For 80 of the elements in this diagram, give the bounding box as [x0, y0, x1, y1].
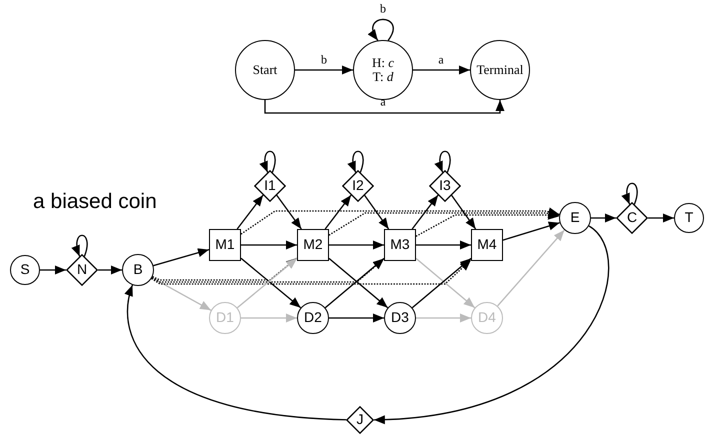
arrow	[98, 266, 122, 274]
arrow	[240, 207, 560, 235]
state-box	[297, 229, 329, 261]
arrow	[152, 258, 384, 283]
node-label: D2	[304, 310, 322, 326]
arrow	[591, 214, 616, 222]
state-diamond	[254, 170, 286, 202]
arrow	[374, 225, 610, 424]
node-label: M2	[303, 237, 323, 253]
arrow	[416, 314, 471, 322]
node-label: T	[684, 210, 694, 226]
arrow	[364, 194, 390, 230]
node-label: I3	[439, 178, 451, 194]
arrow	[502, 222, 560, 241]
node-label: B	[133, 262, 143, 278]
state-diamond	[66, 254, 98, 286]
arrow	[260, 150, 276, 173]
arrow	[416, 210, 560, 237]
arrow	[368, 18, 394, 41]
edge-label: b	[319, 53, 329, 67]
node-label: M3	[390, 237, 410, 253]
state-circle	[297, 302, 329, 334]
node-label: Terminal	[476, 62, 524, 78]
node-label: T: d	[372, 70, 394, 84]
node-label: N	[76, 262, 88, 278]
arrow	[125, 284, 346, 420]
arrow	[152, 277, 212, 311]
node-label: J	[356, 412, 364, 428]
arrow	[152, 258, 298, 281]
state-diamond	[346, 406, 374, 434]
state-circle	[471, 302, 503, 334]
arrow	[412, 194, 439, 230]
arrow	[328, 209, 560, 236]
arrow	[276, 194, 302, 230]
arrow	[40, 266, 66, 274]
arrow	[648, 214, 674, 222]
arrow	[236, 194, 264, 230]
state-circle	[674, 203, 704, 233]
node-label: M1	[215, 237, 235, 253]
edge-label: b	[378, 2, 388, 16]
node-label: C	[626, 210, 638, 226]
node-label: D3	[391, 310, 409, 326]
node-label: I1	[264, 178, 276, 194]
arrow	[451, 194, 476, 230]
caption-text: a biased coin	[33, 190, 157, 214]
state-circle	[209, 302, 241, 334]
state-diamond	[429, 170, 461, 202]
arrow	[416, 240, 471, 250]
node-label: D1	[216, 310, 234, 326]
arrow	[413, 66, 470, 74]
arrow	[497, 230, 565, 306]
state-circle	[10, 255, 40, 285]
state-circle	[559, 202, 591, 234]
arrow	[622, 182, 638, 205]
arrow	[72, 234, 88, 257]
node-label: H: c	[372, 56, 394, 70]
node-label: M4	[477, 237, 497, 253]
arrow	[348, 150, 364, 173]
node-label: Start	[252, 62, 278, 78]
arrow	[151, 259, 472, 285]
node-label: E	[570, 210, 580, 226]
node-label: I2	[352, 178, 364, 194]
arrow	[329, 314, 384, 322]
state-box	[209, 229, 241, 261]
state-circle	[384, 302, 416, 334]
state-box	[471, 229, 503, 261]
state-box	[384, 229, 416, 261]
arrow	[264, 100, 504, 114]
arrow	[329, 240, 384, 250]
state-diamond	[342, 170, 374, 202]
arrow	[435, 150, 451, 173]
state-circle	[122, 254, 154, 286]
state-diamond	[616, 202, 648, 234]
node-label: S	[20, 262, 30, 278]
arrow	[295, 66, 353, 74]
arrow	[324, 194, 352, 230]
arrow	[153, 248, 210, 266]
arrow	[241, 240, 297, 250]
node-label: D4	[478, 310, 496, 326]
arrow	[241, 314, 297, 322]
